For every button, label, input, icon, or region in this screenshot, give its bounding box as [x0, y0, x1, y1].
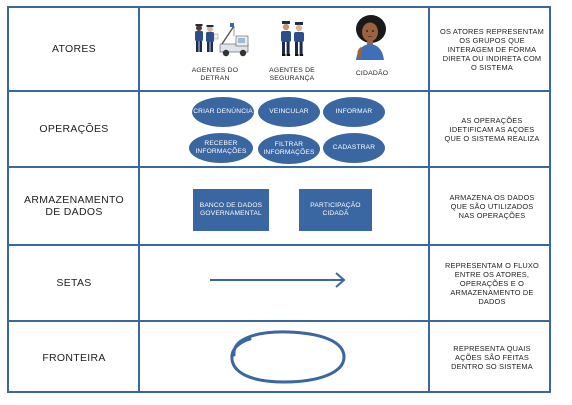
- tow-truck-agents-icon: [195, 23, 249, 57]
- column-divider-right: [428, 6, 430, 393]
- system-boundary-icon: [230, 330, 346, 384]
- flow-arrow-icon: [210, 272, 346, 288]
- row-divider-2: [7, 166, 551, 168]
- row-description-fronteira: REPRESENTA QUAIS AÇÕES SÃO FEITAS DENTRO…: [451, 344, 533, 371]
- row-description-armazenamento: ARMAZENA OS DADOS QUE SÃO UTILIZADOS NAS…: [449, 192, 535, 220]
- column-divider-left: [138, 6, 140, 393]
- operation-informar: INFORMAR: [323, 97, 385, 127]
- row-label-operacoes: OPERAÇÕES: [39, 123, 109, 135]
- citizen-icon: [356, 15, 386, 60]
- actor-caption-cidadao: CIDADÃO: [355, 70, 389, 77]
- data-store-participacao-cidada: PARTICIPAÇÃO CIDADÃ: [299, 189, 372, 231]
- security-agents-icon: [281, 21, 304, 56]
- operation-criar-denuncia: CRIAR DENÚNCIA: [192, 97, 254, 127]
- row-label-setas: SETAS: [56, 277, 92, 289]
- row-label-armazenamento: ARMAZENAMENTO DE DADOS: [24, 194, 124, 218]
- row-label-atores: ATORES: [51, 43, 96, 55]
- operation-veincular: VEINCULAR: [258, 97, 320, 127]
- actor-caption-detran: AGENTES DO DETRAN: [191, 67, 239, 82]
- operation-cadastrar: CADASTRAR: [323, 133, 385, 163]
- row-description-atores: OS ATORES REPRESENTAM OS GRUPOS QUE INTE…: [440, 26, 544, 72]
- row-description-setas: REPRESENTAM O FLUXO ENTRE OS ATORES, OPE…: [444, 260, 539, 306]
- row-divider-1: [7, 90, 551, 92]
- row-label-fronteira: FRONTEIRA: [42, 351, 106, 364]
- row-divider-3: [7, 244, 551, 246]
- actor-caption-seguranca: AGENTES DE SEGURANÇA: [269, 67, 315, 82]
- operation-receber-informacoes: RECEBER INFORMAÇÕES: [189, 133, 253, 163]
- data-store-banco-governamental: BANCO DE DADOS GOVERNAMENTAL: [193, 189, 269, 231]
- diagram-frame: [7, 6, 551, 393]
- operation-filtrar-informacoes: FILTRAR INFORMAÇÕES: [258, 134, 320, 164]
- row-description-operacoes: AS OPERAÇÕES IDETIFICAM AS AÇOES QUE O S…: [444, 115, 540, 143]
- row-divider-4: [7, 320, 551, 322]
